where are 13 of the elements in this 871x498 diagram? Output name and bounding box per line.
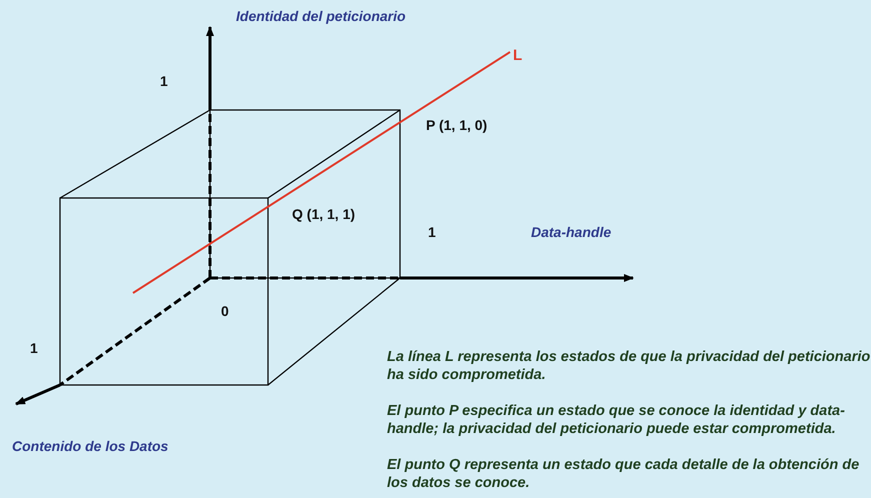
axis-label: Identidad del peticionario xyxy=(236,8,406,24)
tick-label: 1 xyxy=(428,224,436,240)
line-label: L xyxy=(513,47,522,64)
origin-label: 0 xyxy=(221,303,229,319)
tick-label: 1 xyxy=(160,73,168,89)
axis-label: Contenido de los Datos xyxy=(12,438,168,454)
point-label: Q (1, 1, 1) xyxy=(292,206,356,222)
point-label: P (1, 1, 0) xyxy=(426,117,488,133)
note-text: El punto P especifica un estado que se conoce la identidad y data-handle; la privacidad del peticionario puede estar comprometida. xyxy=(387,402,846,438)
note-text: La línea L representa los estados de que la privacidad del peticionario ha sido comprometida. xyxy=(387,348,871,384)
tick-label: 1 xyxy=(30,340,38,356)
axis-label: Data-handle xyxy=(531,224,612,240)
note-text: El punto Q representa un estado que cada detalle de la obtención de los datos se conoce. xyxy=(387,456,860,492)
